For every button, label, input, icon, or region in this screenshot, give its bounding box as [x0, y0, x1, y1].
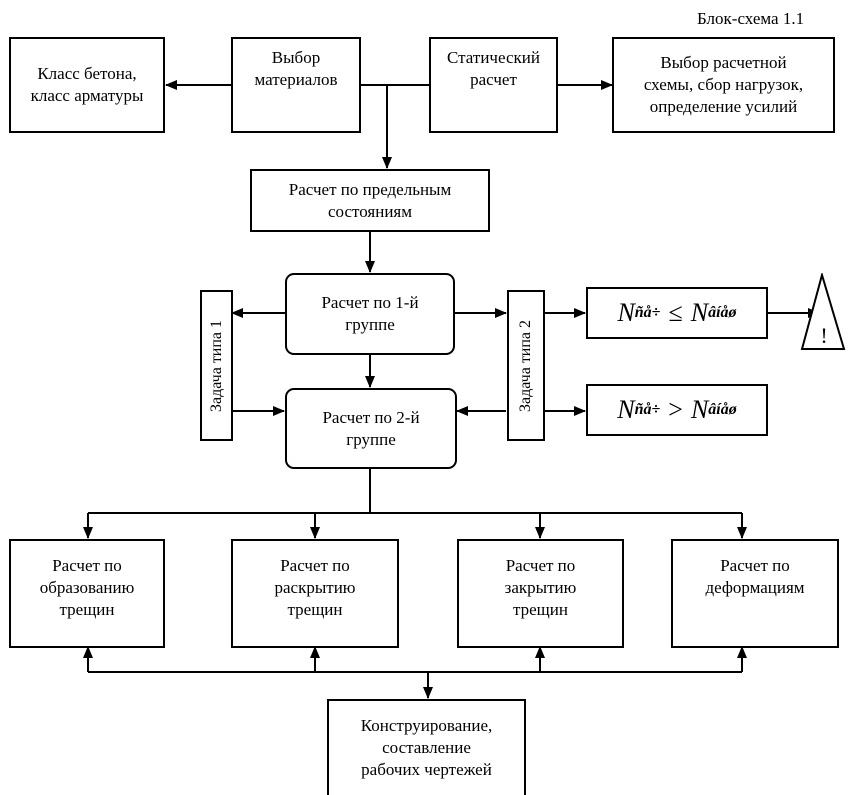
group1-box: Расчет по 1-й группе [285, 273, 455, 355]
limit-states-box: Расчет по предельным состояниям [250, 169, 490, 232]
design-box: Конструирование, составление рабочих чер… [327, 699, 526, 795]
warning-mark: ! [820, 323, 827, 348]
formula-le-operator: ≤ [668, 298, 683, 327]
crack-closing-box: Расчет по закрытию трещин [457, 539, 624, 648]
task-type-1-text: Задача типа 1 [207, 319, 225, 412]
formula-gt-rhs: N [690, 395, 709, 424]
crack-formation-box: Расчет по образованию трещин [9, 539, 165, 648]
task-type-2-label: Задача типа 2 [507, 290, 545, 441]
scheme-choice-box: Выбор расчетной схемы, сбор нагрузок, оп… [612, 37, 835, 133]
formula-gt-rhs-sub: âíåø [708, 401, 737, 418]
formula-gt-lhs: N [617, 395, 635, 424]
task-type-2-text: Задача типа 2 [517, 319, 534, 412]
static-calc-box: Статический расчет [429, 37, 558, 133]
diagram-caption: Блок-схема 1.1 [697, 9, 805, 28]
formula-le-rhs-sub: âíåø [708, 304, 737, 321]
warning-triangle-icon: ! [800, 273, 846, 350]
formula-le-lhs-sub: ñå÷ [634, 304, 661, 321]
deformations-box: Расчет по деформациям [671, 539, 839, 648]
group2-box: Расчет по 2-й группе [285, 388, 457, 469]
crack-opening-box: Расчет по раскрытию трещин [231, 539, 399, 648]
task-type-1-label: Задача типа 1 [200, 290, 233, 441]
concrete-class-box: Класс бетона, класс арматуры [9, 37, 165, 133]
formula-le-rhs: N [690, 298, 709, 327]
material-choice-box: Выбор материалов [231, 37, 361, 133]
formula-gt-operator: > [668, 395, 683, 424]
formula-gt-lhs-sub: ñå÷ [634, 401, 661, 418]
formula-le-lhs: N [617, 298, 635, 327]
